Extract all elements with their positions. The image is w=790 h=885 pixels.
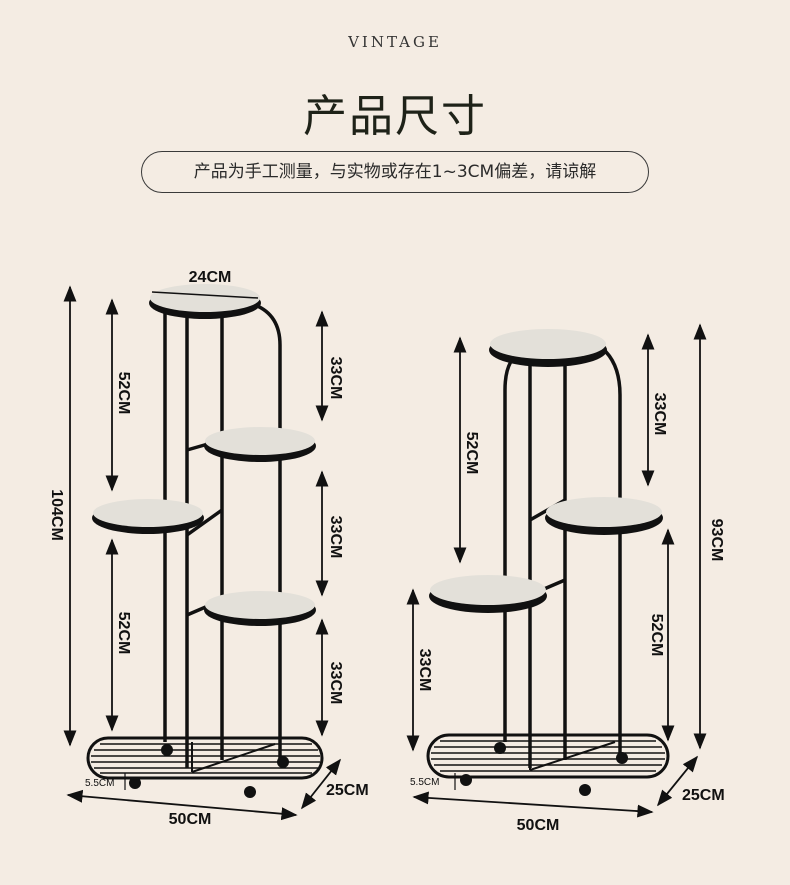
left-right-gap-2: 33CM — [327, 516, 344, 559]
right-left-gap: 52CM — [463, 432, 480, 475]
page-title: 产品尺寸 — [303, 91, 487, 142]
right-right-gap-lower: 52CM — [648, 614, 665, 657]
right-total-height: 93CM — [708, 519, 725, 562]
measurement-note: 产品为手工测量，与实物或存在1~3CM偏差，请谅解 — [141, 151, 649, 193]
left-dimensions — [63, 285, 342, 821]
left-gap-upper: 52CM — [115, 372, 132, 415]
left-gap-lower: 52CM — [115, 612, 132, 655]
left-shelves — [92, 284, 316, 626]
left-base-tray — [86, 736, 324, 780]
left-wheels — [129, 744, 289, 798]
left-frame — [163, 303, 282, 768]
right-right-gap-upper: 33CM — [651, 393, 668, 436]
left-right-gap-1: 33CM — [327, 357, 344, 400]
right-dimensions — [406, 323, 707, 818]
right-stand — [426, 329, 670, 796]
left-right-gap-3: 33CM — [327, 662, 344, 705]
left-wheel-height: 5.5CM — [85, 778, 114, 789]
left-depth: 25CM — [326, 782, 369, 799]
right-left-gap-lower: 33CM — [416, 649, 433, 692]
right-width: 50CM — [517, 817, 560, 834]
right-depth: 25CM — [682, 787, 725, 804]
right-frame — [503, 343, 622, 768]
left-top-diameter: 24CM — [189, 269, 232, 286]
right-wheels — [460, 742, 628, 796]
right-shelves — [429, 329, 663, 613]
right-wheel-height: 5.5CM — [410, 777, 439, 788]
left-stand — [86, 284, 324, 798]
left-width: 50CM — [169, 811, 212, 828]
left-total-height: 104CM — [48, 489, 65, 541]
brand-name: VINTAGE — [348, 33, 442, 51]
right-base-grid — [431, 740, 665, 772]
